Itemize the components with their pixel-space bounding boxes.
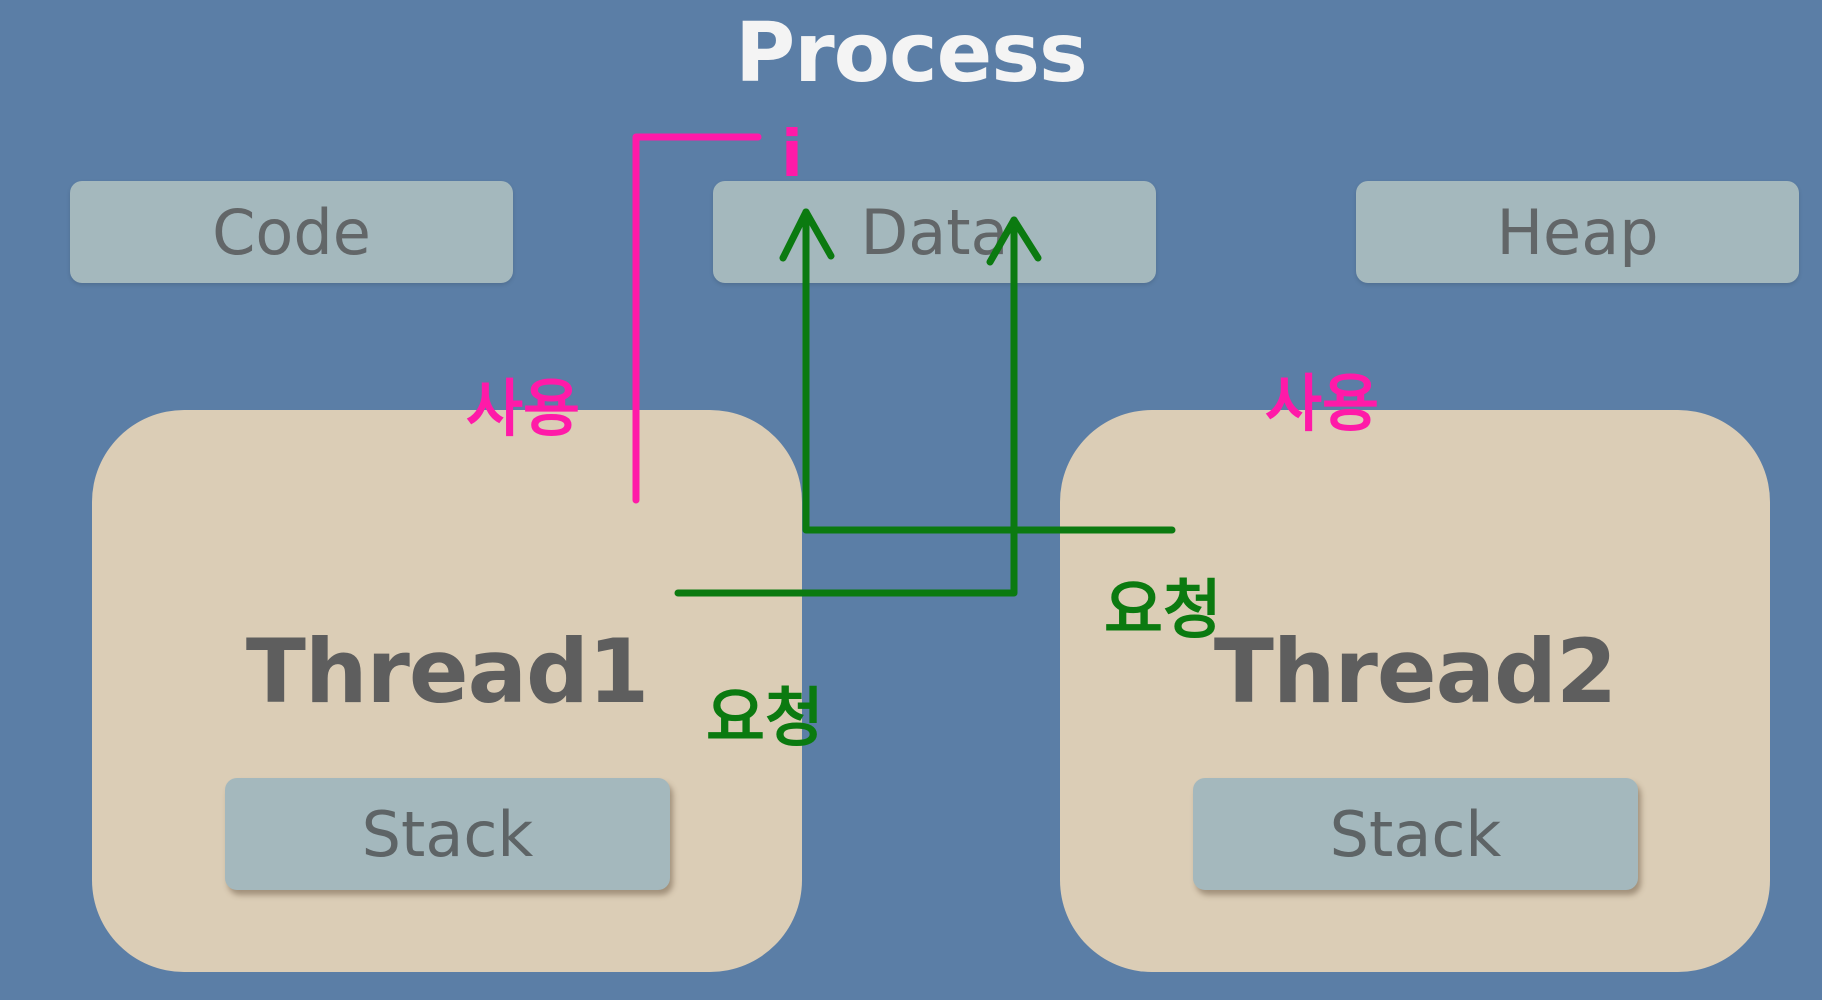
thread2-stack-label: Stack [1329,797,1502,871]
thread1-label: Thread1 [245,620,649,723]
request-arrowhead-thread2 [779,208,835,262]
data-segment: Data [713,181,1156,283]
thread2-label: Thread2 [1213,620,1617,723]
thread2-box: Thread2 Stack [1060,410,1770,972]
variable-i-label: i [781,118,803,192]
process-title: Process [735,6,1088,101]
request-label-thread2: 요청 [1104,574,1222,648]
use-label-thread1: 사용 [466,372,580,445]
use-label-thread2: 사용 [1265,367,1379,440]
thread1-stack: Stack [225,778,670,890]
heap-segment-label: Heap [1496,195,1659,269]
request-label-thread1: 요청 [706,682,824,756]
use-line-thread1 [632,133,762,504]
request-arrowhead-thread1 [986,216,1042,266]
request-arrow-thread1 [674,216,1018,597]
thread1-box: Thread1 Stack [92,410,802,972]
thread2-stack: Stack [1193,778,1638,890]
data-segment-label: Data [860,195,1009,269]
code-segment: Code [70,181,513,283]
heap-segment: Heap [1356,181,1799,283]
request-arrow-thread2 [802,208,1176,534]
code-segment-label: Code [212,195,371,269]
thread1-stack-label: Stack [361,797,534,871]
